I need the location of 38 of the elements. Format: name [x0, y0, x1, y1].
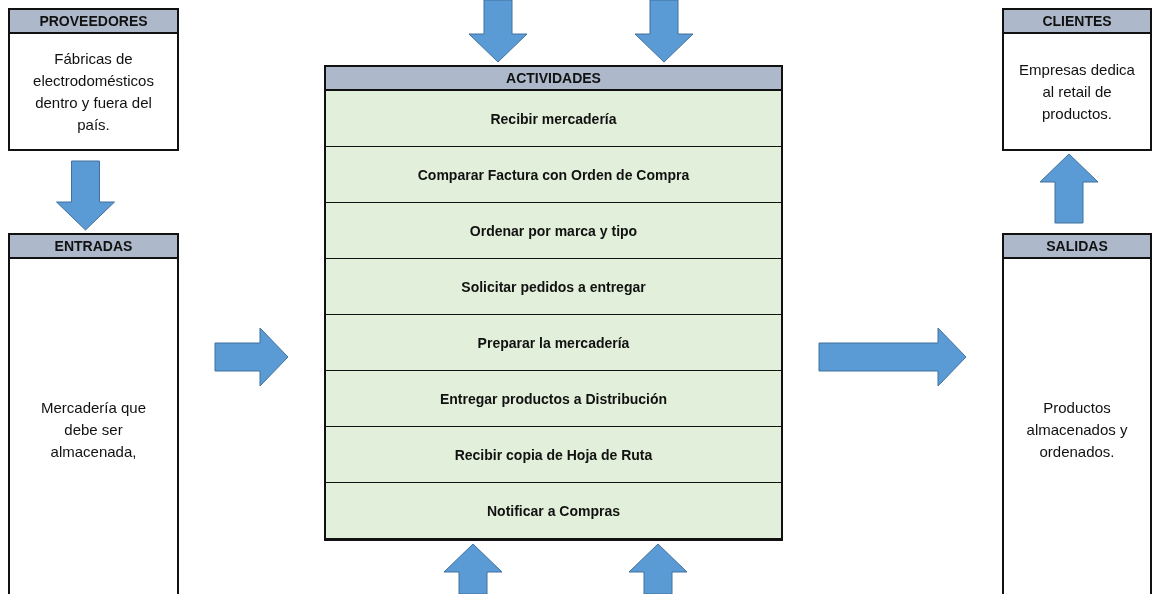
box-header: ACTIVIDADES: [326, 67, 781, 91]
activity-row: [326, 427, 781, 483]
activity-row: [326, 203, 781, 259]
activity-text: Recibir mercadería: [490, 110, 617, 127]
activity-row: [326, 483, 781, 539]
box-text: Fábricas de electrodomésticos dentro y fuera del país.: [32, 48, 155, 135]
block-arrow: [1039, 153, 1099, 224]
activity-row: [326, 147, 781, 203]
activity-text: Preparar la mercadería: [477, 334, 630, 351]
box-text: Mercadería que debe ser almacenada,: [39, 398, 148, 462]
box-header: ENTRADAS: [10, 235, 177, 259]
activity-text: Solicitar pedidos a entregar: [461, 278, 646, 295]
activity-row: [326, 315, 781, 371]
block-arrow: [56, 160, 115, 231]
box-header: SALIDAS: [1004, 235, 1150, 259]
process-box: [324, 65, 783, 541]
block-arrow: [628, 543, 688, 594]
process-box: [8, 233, 179, 594]
activity-row: [326, 259, 781, 315]
block-arrow: [214, 327, 289, 387]
process-box: [1002, 8, 1152, 151]
activity-text: Notificar a Compras: [486, 502, 620, 519]
activity-text: Entregar productos a Distribución: [439, 390, 668, 407]
process-box: [8, 8, 179, 151]
block-arrow: [818, 327, 967, 387]
process-box: [1002, 233, 1152, 594]
activity-row: [326, 91, 781, 147]
activity-text: Comparar Factura con Orden de Compra: [417, 166, 690, 183]
block-arrow: [443, 543, 503, 594]
block-arrow: [468, 0, 528, 63]
activity-text: Recibir copia de Hoja de Ruta: [454, 446, 653, 463]
activity-text: Ordenar por marca y tipo: [469, 222, 638, 239]
box-header: PROVEEDORES: [10, 10, 177, 34]
block-arrow: [634, 0, 694, 63]
box-header: CLIENTES: [1004, 10, 1150, 34]
activity-row: [326, 371, 781, 427]
box-text: Empresas dedica al retail de productos.: [1018, 59, 1136, 124]
box-text: Productos almacenados y ordenados.: [1025, 398, 1129, 462]
